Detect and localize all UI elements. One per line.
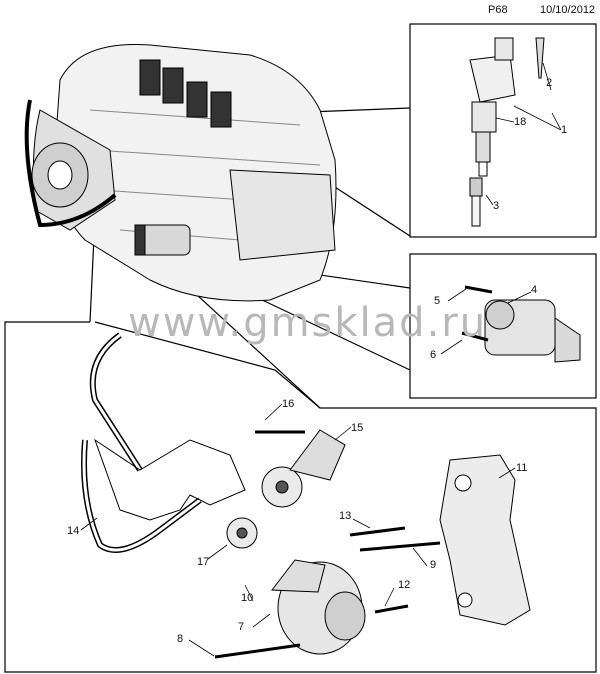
callout-12: 12 <box>398 579 411 591</box>
callout-7: 7 <box>238 621 245 633</box>
leader-lines <box>80 62 562 657</box>
alternator-illustration <box>214 559 409 659</box>
tensioner-illustration <box>255 429 346 508</box>
ignition-coil-inset-frame <box>409 23 597 238</box>
starter-inset-frame <box>409 253 597 399</box>
accessory-drive-frame <box>4 321 597 673</box>
mounting-bracket-illustration <box>349 454 531 626</box>
callout-14: 14 <box>67 525 80 537</box>
drive-belt-illustration <box>81 332 246 553</box>
callout-4: 4 <box>531 284 538 296</box>
callout-18: 18 <box>514 116 527 128</box>
callout-13: 13 <box>339 510 352 522</box>
engine-assembly <box>24 43 337 302</box>
callout-3: 3 <box>493 200 500 212</box>
callout-8: 8 <box>177 633 184 645</box>
callout-5: 5 <box>434 295 441 307</box>
callout-9: 9 <box>430 559 437 571</box>
callout-2: 2 <box>546 77 553 89</box>
callout-15: 15 <box>351 422 364 434</box>
page-id: P68 <box>488 4 508 16</box>
idler-pulley-illustration <box>226 517 258 549</box>
starter-motor-illustration <box>461 285 581 363</box>
page-date: 10/10/2012 <box>540 4 596 16</box>
callout-1: 1 <box>561 124 568 136</box>
callout-10: 10 <box>241 592 254 604</box>
callout-11: 11 <box>516 462 528 474</box>
ignition-coil-illustration <box>469 37 545 227</box>
callout-17: 17 <box>197 556 210 568</box>
watermark: www.gmsklad.ru <box>128 300 488 346</box>
callout-6: 6 <box>430 349 437 361</box>
callout-16: 16 <box>282 398 295 410</box>
